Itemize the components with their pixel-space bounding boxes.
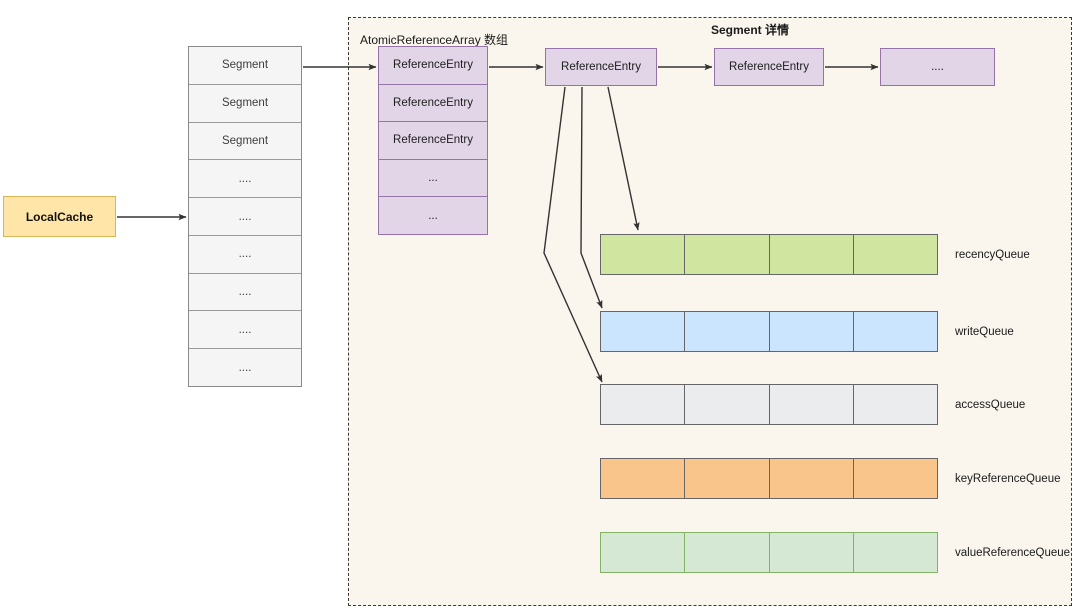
access-queue-label: accessQueue	[955, 398, 1026, 411]
queue-cell[interactable]	[769, 234, 854, 275]
access-queue-bar[interactable]	[600, 384, 938, 425]
queue-cell[interactable]	[853, 311, 938, 352]
reference-entry-cell[interactable]: ...	[379, 160, 487, 198]
recency-queue-bar[interactable]	[600, 234, 938, 275]
reference-entry-cell[interactable]: ReferenceEntry	[379, 122, 487, 160]
value-reference-queue-bar[interactable]	[600, 532, 938, 573]
segment-cell[interactable]: ....	[189, 198, 301, 236]
write-queue-bar[interactable]	[600, 311, 938, 352]
segment-cell[interactable]: Segment	[189, 123, 301, 161]
reference-entry-node[interactable]: ReferenceEntry	[714, 48, 824, 86]
queue-cell[interactable]	[685, 384, 770, 425]
key-reference-queue-bar[interactable]	[600, 458, 938, 499]
queue-cell[interactable]	[769, 384, 854, 425]
segment-cell[interactable]: ....	[189, 236, 301, 274]
segment-cell[interactable]: Segment	[189, 47, 301, 85]
segment-cell[interactable]: Segment	[189, 85, 301, 123]
queue-cell[interactable]	[853, 532, 938, 573]
queue-cell[interactable]	[769, 458, 854, 499]
queue-cell[interactable]	[600, 311, 686, 352]
queue-cell[interactable]	[600, 384, 686, 425]
reference-entry-ellipsis-node[interactable]: ....	[880, 48, 995, 86]
segment-cell[interactable]: ....	[238, 361, 252, 374]
key-reference-queue-label: keyReferenceQueue	[955, 472, 1061, 485]
queue-cell[interactable]	[769, 311, 854, 352]
queue-cell[interactable]	[853, 384, 938, 425]
reference-entry-node[interactable]: ReferenceEntry	[545, 48, 657, 86]
queue-cell[interactable]	[853, 234, 938, 275]
queue-cell[interactable]	[853, 458, 938, 499]
atomic-reference-array-column: ReferenceEntry ReferenceEntry ReferenceE…	[378, 46, 488, 235]
segment-column: Segment Segment Segment .... .... .... .…	[188, 46, 302, 387]
queue-cell[interactable]	[685, 458, 770, 499]
local-cache-node[interactable]: LocalCache	[3, 196, 116, 237]
queue-cell[interactable]	[685, 234, 770, 275]
reference-entry-cell[interactable]: ...	[428, 209, 438, 222]
atomic-reference-array-title: AtomicReferenceArray 数组	[360, 33, 509, 47]
segment-cell[interactable]: ....	[189, 274, 301, 312]
queue-cell[interactable]	[685, 311, 770, 352]
segment-cell[interactable]: ....	[189, 160, 301, 199]
queue-cell[interactable]	[685, 532, 770, 573]
queue-cell[interactable]	[600, 532, 686, 573]
recency-queue-label: recencyQueue	[955, 248, 1030, 261]
segment-cell[interactable]: ....	[189, 311, 301, 350]
queue-cell[interactable]	[600, 458, 686, 499]
queue-cell[interactable]	[600, 234, 686, 275]
reference-entry-cell[interactable]: ReferenceEntry	[379, 85, 487, 123]
reference-entry-cell[interactable]: ReferenceEntry	[379, 47, 487, 85]
write-queue-label: writeQueue	[955, 325, 1014, 338]
queue-cell[interactable]	[769, 532, 854, 573]
segment-detail-title: Segment 详情	[710, 23, 789, 37]
value-reference-queue-label: valueReferenceQueue	[955, 546, 1071, 559]
